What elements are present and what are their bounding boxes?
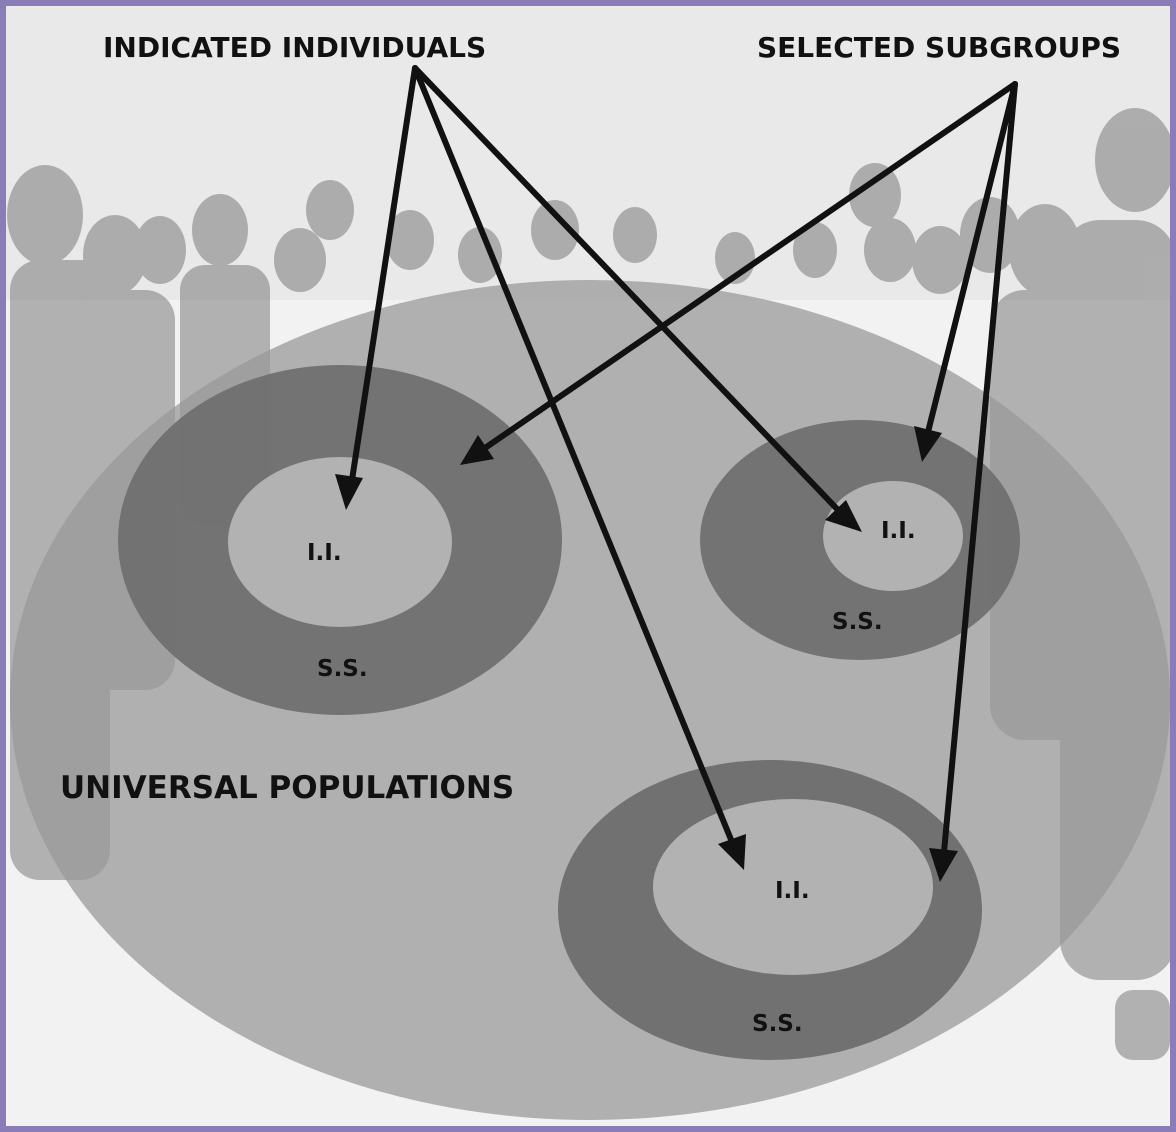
universal-populations-label: UNIVERSAL POPULATIONS — [60, 770, 514, 806]
arrow-ii-to-right — [412, 65, 841, 513]
indicated-individuals-label: INDICATED INDIVIDUALS — [103, 31, 486, 64]
individual-core-right — [823, 481, 963, 591]
selected-subgroups-arrowheads — [460, 426, 958, 882]
ii-label-bottom: I.I. — [775, 878, 810, 904]
arrowhead-ii-bottom — [718, 834, 746, 870]
ss-label-left: S.S. — [317, 656, 368, 682]
arrow-ss-to-right — [925, 81, 1018, 435]
ii-label-left: I.I. — [307, 540, 342, 566]
arrow-ss-to-bottom — [941, 81, 1018, 855]
arrowhead-ss-left — [460, 435, 494, 465]
arrow-ii-to-left — [349, 65, 418, 483]
arrowhead-ss-bottom — [929, 848, 958, 882]
arrowhead-ss-right — [914, 426, 942, 462]
ii-label-right: I.I. — [881, 518, 916, 544]
universal-population-ellipse — [10, 280, 1170, 1120]
arrow-ii-to-bottom — [412, 65, 735, 845]
ss-label-bottom: S.S. — [752, 1011, 803, 1037]
selected-subgroups-arrows — [482, 81, 1018, 855]
arrow-ss-to-left — [482, 81, 1018, 451]
arrowhead-ii-left — [335, 474, 363, 510]
individual-core-left — [228, 457, 452, 627]
indicated-individuals-arrowheads — [335, 474, 862, 870]
indicated-individuals-arrows — [349, 65, 841, 845]
selected-subgroups-label: SELECTED SUBGROUPS — [757, 31, 1121, 64]
ss-label-right: S.S. — [832, 609, 883, 635]
prevention-diagram: INDICATED INDIVIDUALS SELECTED SUBGROUPS… — [6, 6, 1170, 1126]
arrowhead-ii-right — [825, 500, 862, 532]
